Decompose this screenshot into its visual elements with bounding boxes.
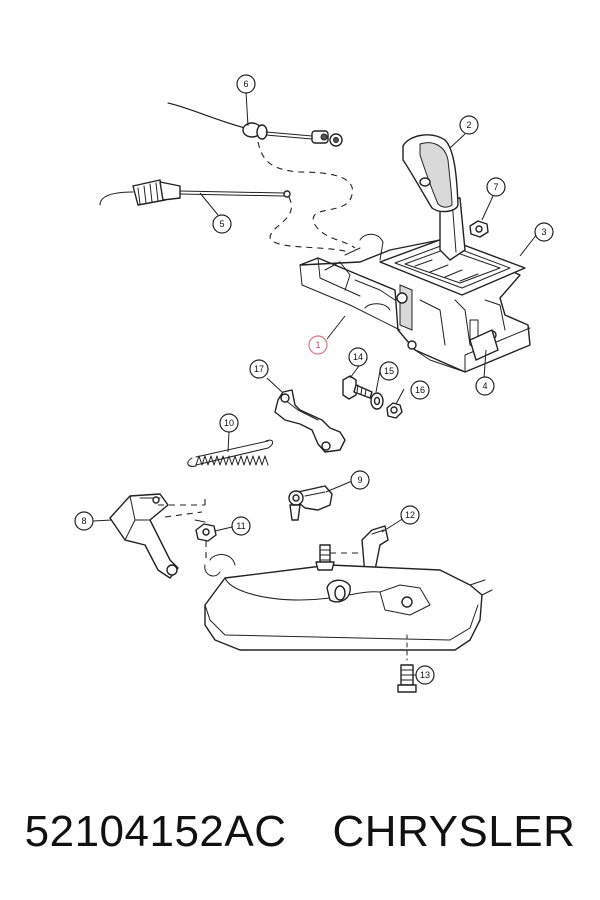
- callout-8-label: 8: [81, 516, 86, 526]
- callout-4-label: 4: [482, 381, 487, 391]
- callout-7: 7: [486, 177, 506, 197]
- shift-interlock-cable: [99, 179, 291, 206]
- callout-1: 1: [308, 335, 328, 355]
- callout-6: 6: [236, 74, 256, 94]
- callout-4: 4: [475, 376, 495, 396]
- shift-cable-upper: [167, 102, 343, 147]
- callout-13: 13: [415, 665, 435, 685]
- callout-6-label: 6: [243, 79, 248, 89]
- callout-9: 9: [350, 470, 370, 490]
- callout-2-label: 2: [466, 120, 471, 130]
- callout-3-label: 3: [541, 227, 546, 237]
- callout-13-label: 13: [420, 670, 430, 680]
- callout-17-label: 17: [254, 364, 264, 374]
- callout-12-label: 12: [405, 510, 415, 520]
- callout-14: 14: [348, 347, 368, 367]
- callout-10-label: 10: [224, 418, 234, 428]
- callout-9-label: 9: [357, 475, 362, 485]
- callout-12: 12: [400, 505, 420, 525]
- callout-1-label: 1: [315, 340, 320, 350]
- callout-17: 17: [249, 359, 269, 379]
- callout-2: 2: [459, 115, 479, 135]
- callout-11-label: 11: [236, 521, 245, 531]
- shifter-assembly: [299, 134, 531, 373]
- callout-10: 10: [219, 413, 239, 433]
- callout-11: 11: [231, 516, 251, 536]
- brand-name: CHRYSLER: [332, 807, 576, 856]
- cable-routing-path: [257, 141, 356, 249]
- callout-15-label: 15: [384, 366, 394, 376]
- flange-nut: [195, 523, 217, 560]
- part-number: 52104152AC: [24, 807, 287, 856]
- cable-end-bracket: [288, 485, 333, 521]
- callout-16: 16: [410, 380, 430, 400]
- callout-5: 5: [212, 214, 232, 234]
- callout-3: 3: [534, 222, 554, 242]
- callout-14-label: 14: [353, 352, 363, 362]
- callout-8: 8: [74, 511, 94, 531]
- return-spring: [187, 439, 274, 467]
- callout-15: 15: [379, 361, 399, 381]
- part-caption: 52104152AC CHRYSLER: [0, 792, 600, 872]
- leader-lines: [92, 91, 538, 676]
- floor-pan: [204, 544, 493, 651]
- bolt-washer-nut-set: [342, 375, 403, 419]
- cable-bracket: [274, 389, 346, 453]
- callout-16-label: 16: [415, 385, 425, 395]
- interlock-routing-path: [269, 196, 351, 253]
- callout-5-label: 5: [219, 219, 224, 229]
- mounting-bracket: [109, 493, 206, 579]
- callout-7-label: 7: [493, 182, 498, 192]
